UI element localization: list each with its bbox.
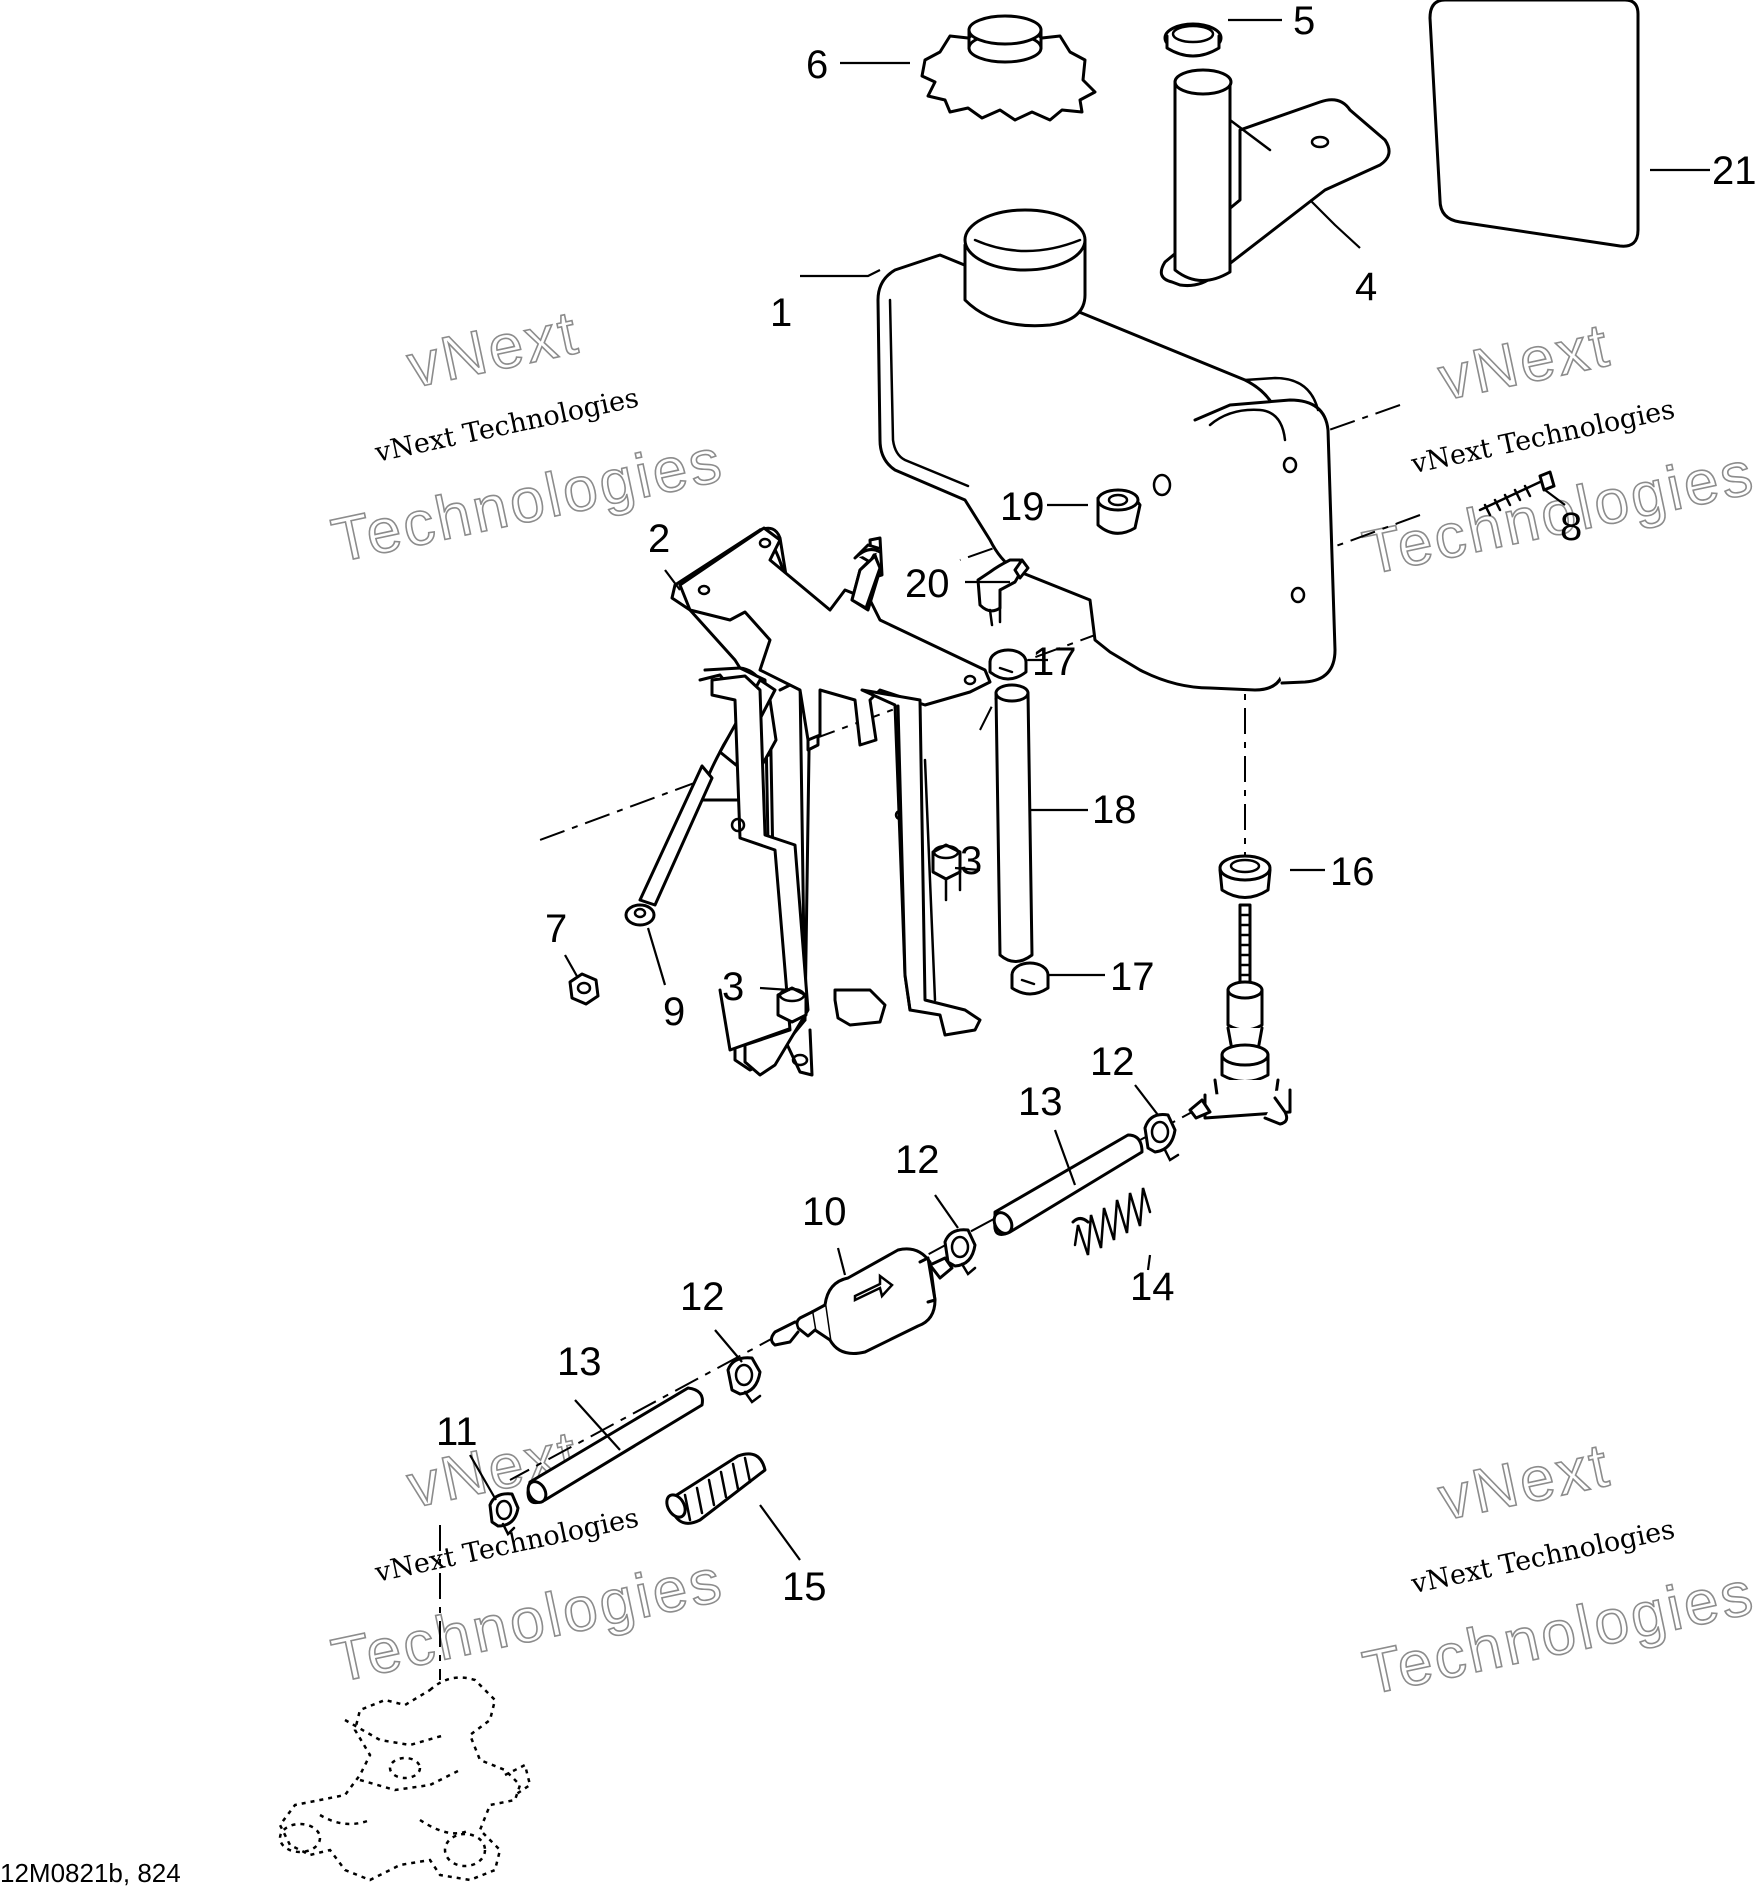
callout-3-upper: 3 xyxy=(960,839,982,883)
callout-1: 1 xyxy=(770,291,792,335)
vent-hose xyxy=(994,683,1034,963)
fuel-filter xyxy=(770,1247,954,1355)
fuel-line-clamp-middle xyxy=(943,1228,977,1276)
callout-8: 8 xyxy=(1560,505,1582,549)
callout-labels: 1 2 3 3 4 5 6 7 8 9 10 11 12 12 12 13 13… xyxy=(436,0,1757,1609)
callout-13-upper: 13 xyxy=(1018,1080,1063,1124)
fuel-line-upper xyxy=(992,1133,1144,1236)
grommet xyxy=(1096,488,1142,535)
diagram-reference-code: 12M0821b, 824 xyxy=(0,1858,181,1886)
hose-clamp-lower xyxy=(1010,961,1050,996)
callout-14: 14 xyxy=(1130,1265,1175,1309)
fuel-tank xyxy=(876,208,1337,692)
watermark-bottom-left: vNext vNext Technologies Technologies xyxy=(325,1417,730,1697)
fuel-line-clamp-upper xyxy=(1143,1113,1180,1162)
grommet-cap xyxy=(1163,22,1223,58)
callout-13-lower: 13 xyxy=(557,1340,602,1384)
watermark-line1: vNext xyxy=(1433,1430,1617,1534)
bracket-left-leg xyxy=(710,674,810,1077)
callout-16: 16 xyxy=(1330,850,1375,894)
nut-lower xyxy=(776,986,808,1024)
fuel-valve xyxy=(1188,903,1292,1126)
callout-20: 20 xyxy=(905,562,950,606)
filler-neck-bracket xyxy=(1159,68,1391,287)
callout-2: 2 xyxy=(648,517,670,561)
small-clamp xyxy=(488,1492,520,1537)
callout-7: 7 xyxy=(545,907,567,951)
protective-spring-upper xyxy=(1071,1187,1152,1256)
callout-17-upper: 17 xyxy=(1032,640,1077,684)
callout-12-lower: 12 xyxy=(680,1275,725,1319)
callout-15: 15 xyxy=(782,1565,827,1609)
decal-panel xyxy=(1428,0,1640,248)
callout-10: 10 xyxy=(802,1190,847,1234)
callout-12-upper: 12 xyxy=(1090,1040,1135,1084)
watermark-line1: vNext xyxy=(1433,310,1617,414)
nut-upper xyxy=(931,843,962,902)
washer xyxy=(624,903,656,927)
watermark-top-right: vNext vNext Technologies Technologies xyxy=(1357,310,1762,590)
watermark-line1: vNext xyxy=(402,298,586,402)
elbow-fitting xyxy=(976,558,1030,627)
callout-18: 18 xyxy=(1092,788,1137,832)
callout-3-lower: 3 xyxy=(722,965,744,1009)
fuel-line-clamp-lower xyxy=(726,1356,762,1404)
callout-12-middle: 12 xyxy=(895,1138,940,1182)
callout-11: 11 xyxy=(436,1410,478,1454)
bracket-vertical-leg xyxy=(860,688,982,1037)
callout-6: 6 xyxy=(806,43,828,87)
bracket-hose-stub xyxy=(850,548,882,610)
hose-clamp-upper xyxy=(988,648,1028,681)
callout-17-lower: 17 xyxy=(1110,955,1155,999)
small-nut xyxy=(568,972,600,1006)
callout-4: 4 xyxy=(1355,265,1377,309)
outlet-grommet xyxy=(1218,854,1272,899)
callout-21: 21 xyxy=(1712,149,1757,193)
screw xyxy=(1478,470,1556,517)
filler-cap xyxy=(920,14,1097,122)
callout-5: 5 xyxy=(1293,0,1315,43)
protective-spring-lower xyxy=(665,1452,767,1525)
leader-lines xyxy=(469,18,1710,1561)
callout-19: 19 xyxy=(1000,485,1045,529)
watermark-bottom-right: vNext vNext Technologies Technologies xyxy=(1357,1430,1762,1710)
callout-9: 9 xyxy=(663,990,685,1034)
carburetor-reference xyxy=(278,1676,532,1882)
